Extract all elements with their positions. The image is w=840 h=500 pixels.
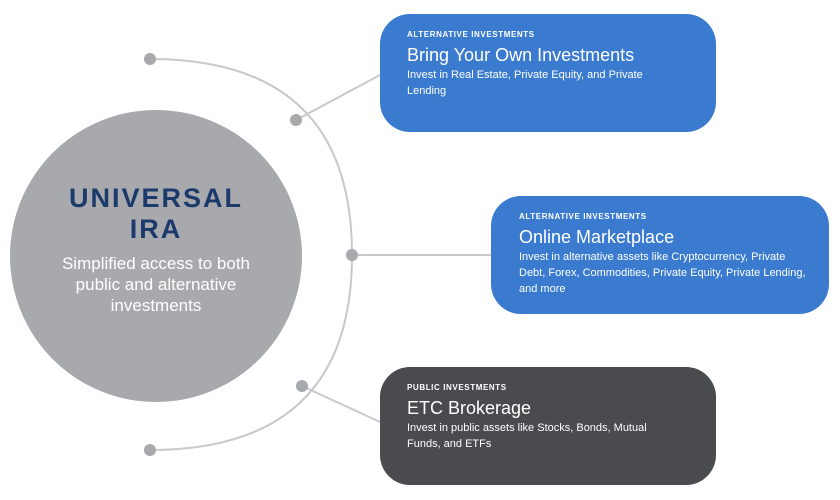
hub-title: UNIVERSAL IRA bbox=[68, 182, 243, 244]
arc-end-node-bottom bbox=[144, 444, 156, 456]
universal-ira-hub: UNIVERSAL IRA Simplified access to both … bbox=[10, 110, 302, 402]
card-description: Invest in Real Estate, Private Equity, a… bbox=[407, 69, 643, 97]
card-title: Bring Your Own Investments bbox=[407, 45, 635, 65]
card-title: ETC Brokerage bbox=[407, 398, 532, 418]
card-title: Online Marketplace bbox=[519, 227, 675, 247]
connector-node-2 bbox=[346, 249, 358, 261]
card-category: ALTERNATIVE INVESTMENTS bbox=[519, 212, 647, 221]
card-online-marketplace[interactable]: ALTERNATIVE INVESTMENTS Online Marketpla… bbox=[491, 196, 829, 314]
card-etc-brokerage[interactable]: PUBLIC INVESTMENTS ETC Brokerage Invest … bbox=[380, 367, 716, 485]
card-bring-your-own-investments[interactable]: ALTERNATIVE INVESTMENTS Bring Your Own I… bbox=[380, 14, 716, 132]
hub-subtitle: Simplified access to both public and alt… bbox=[61, 253, 251, 315]
card-description: Invest in public assets like Stocks, Bon… bbox=[407, 422, 647, 450]
connector-line-1 bbox=[295, 74, 381, 121]
card-description: Invest in alternative assets like Crypto… bbox=[519, 251, 806, 295]
connector-node-1 bbox=[290, 114, 302, 126]
card-category: ALTERNATIVE INVESTMENTS bbox=[407, 30, 535, 39]
card-category: PUBLIC INVESTMENTS bbox=[407, 383, 507, 392]
connector-node-3 bbox=[296, 380, 308, 392]
arc-end-node-top bbox=[144, 53, 156, 65]
connector-line-3 bbox=[301, 385, 381, 423]
